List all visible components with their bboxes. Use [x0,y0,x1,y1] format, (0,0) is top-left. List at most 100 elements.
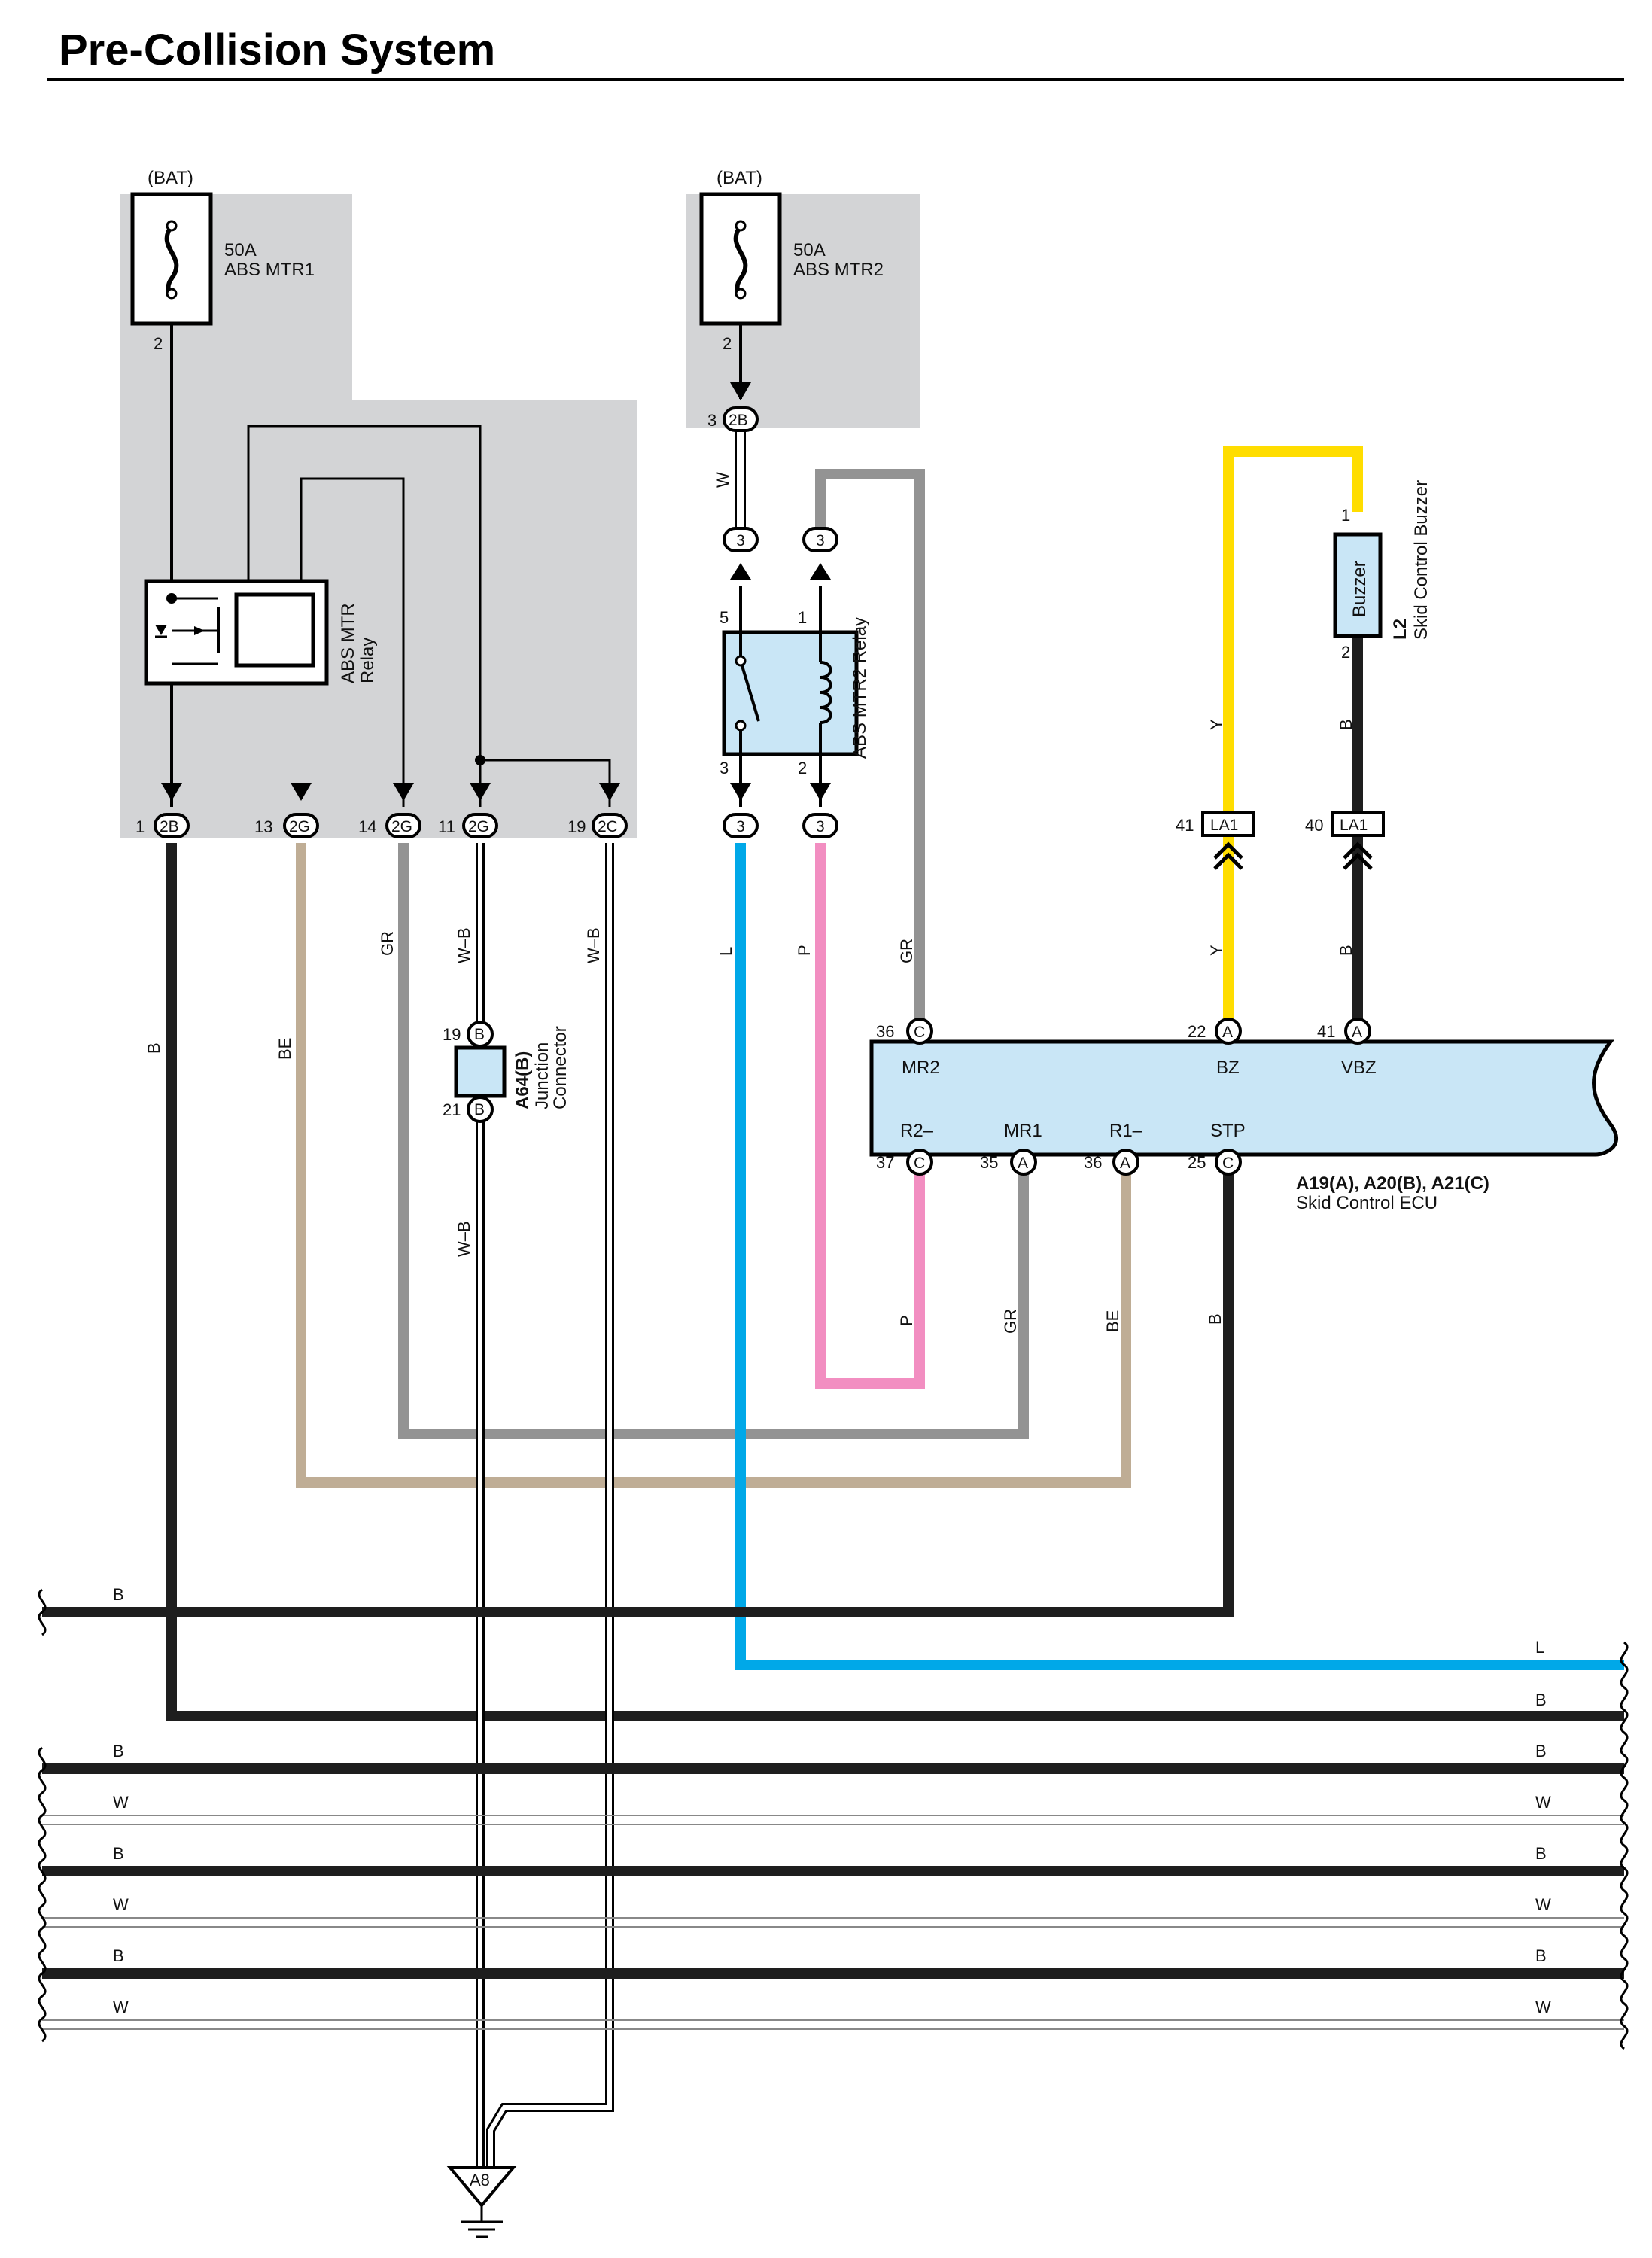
panel-pin-14-2g: 2G 14 [358,783,421,838]
svg-text:VBZ: VBZ [1341,1057,1377,1078]
svg-text:35: 35 [980,1153,998,1172]
svg-text:R2–: R2– [900,1121,934,1141]
la1-connector-41: LA1 41 [1176,811,1255,870]
buzzer-pin1: 1 [1341,506,1350,525]
title-rule [47,78,1624,81]
ecu-bottom-pin-mr1: A 35 MR1 [980,1121,1042,1176]
bus-label-left-6: W [113,1895,129,1914]
relay2-pin1: 1 [798,608,807,627]
fuse-abs-mtr1 [130,192,213,326]
svg-text:LA1: LA1 [1340,817,1368,834]
buzzer-name: Skid Control Buzzer [1411,480,1431,640]
wire-label-w-top: W [713,472,732,488]
svg-text:14: 14 [358,817,376,836]
junction-pin-19: 19 [443,1025,461,1044]
svg-text:1: 1 [135,817,145,836]
wire-label-y-top: Y [1207,719,1226,730]
svg-text:37: 37 [876,1153,894,1172]
skid-control-ecu [869,1039,1618,1157]
wire-label-b-low: B [1206,1313,1225,1325]
wire-label-b-top: B [1337,719,1355,730]
ecu-name: Skid Control ECU [1296,1193,1438,1213]
svg-text:2B: 2B [729,412,748,429]
b-wire-panel-pin1 [166,843,1624,1721]
svg-text:MR2: MR2 [902,1057,940,1078]
svg-text:A: A [1222,1024,1233,1041]
ground-a8 [446,2166,517,2238]
abs-mtr-relay [144,579,329,686]
l-wire-relay2 [735,843,1624,1670]
bus-label-right-3: B [1535,1742,1547,1760]
relay2-label: ABS MTR2 Relay [850,617,870,759]
bus-label-right-7: B [1535,1946,1547,1965]
bus-label-right-1: L [1535,1638,1544,1657]
svg-text:A: A [1352,1024,1362,1041]
svg-text:A: A [1120,1155,1130,1172]
panel-pin-19-2c: 2C 19 [567,783,628,838]
svg-text:2C: 2C [598,818,618,835]
abs-mtr2-relay [722,630,859,756]
svg-text:36: 36 [876,1022,894,1041]
ecu-bottom-pin-stp: C 25 STP [1188,1121,1246,1176]
ecu-id: A19(A), A20(B), A21(C) [1296,1173,1489,1194]
bus-label-right-8: W [1535,1998,1551,2016]
svg-text:3: 3 [736,532,745,549]
fuse2-rating: 50A [793,240,826,260]
fuse1-source: (BAT) [148,168,193,188]
splice-dot [475,755,485,765]
be-wire-r1 [296,843,1131,1488]
fuse-abs-mtr2 [699,192,782,326]
svg-text:41: 41 [1176,816,1194,835]
la1-connector-40: LA1 40 [1305,811,1385,870]
svg-text:3: 3 [707,411,716,430]
svg-text:LA1: LA1 [1210,817,1238,834]
fuse2-name: ABS MTR2 [793,260,884,280]
bus-label-left-8: W [113,1998,129,2016]
fuse1-rating: 50A [224,240,257,260]
fuse2-source: (BAT) [716,168,762,188]
gr-wire-mr1 [398,843,1029,1439]
fuse1-pin: 2 [154,334,163,353]
skid-control-buzzer [1333,532,1383,638]
bus-label-left-5: B [113,1844,124,1863]
panel-pin-1-2b: 2B 1 [135,783,190,838]
bus-break-marks [38,1588,1629,2050]
wire-label-gr-low: GR [1001,1309,1020,1334]
ecu-top-pin-vbz: A 41 VBZ [1317,1018,1377,1078]
relay1-label-2: Relay [357,638,378,683]
svg-text:2G: 2G [289,818,310,835]
ecu-bottom-pin-r1: A 36 R1– [1084,1121,1143,1176]
junction-connector-a64 [454,1021,507,1123]
wire-label-p-mid: P [795,945,814,956]
bus-w-3 [42,2019,1624,2030]
buzzer-id: L2 [1390,619,1410,640]
bus-label-left-3: B [113,1742,124,1760]
junction-label-2: Connector [550,1026,570,1109]
svg-text:3: 3 [816,532,825,549]
relay2-pin5: 5 [720,608,729,627]
svg-text:3: 3 [736,818,745,835]
svg-text:C: C [914,1155,925,1172]
svg-text:19: 19 [567,817,586,836]
svg-text:13: 13 [254,817,272,836]
svg-text:C: C [1222,1155,1234,1172]
svg-text:40: 40 [1305,816,1323,835]
svg-text:36: 36 [1084,1153,1102,1172]
relay2-conn-top-left: 3 [723,527,759,580]
y-wire-buzzer [1223,446,1363,1024]
relay1-link-wire-a [247,425,482,807]
bus-w-2 [42,1917,1624,1928]
svg-text:11: 11 [438,817,455,836]
svg-text:22: 22 [1188,1022,1206,1041]
junction-top-conn: B [474,1026,485,1043]
bus-label-left-0: B [113,1585,124,1604]
relay1-label-1: ABS MTR [338,603,358,683]
bus-w-1 [42,1815,1624,1825]
junction-pin-21: 21 [443,1100,461,1119]
wb-wire-ground [488,843,612,2175]
svg-text:25: 25 [1188,1153,1206,1172]
junction-label-1: Junction [532,1042,552,1109]
panel-pin-13-2g: 2G 13 [254,783,319,838]
wire-label-p-low: P [897,1315,916,1326]
